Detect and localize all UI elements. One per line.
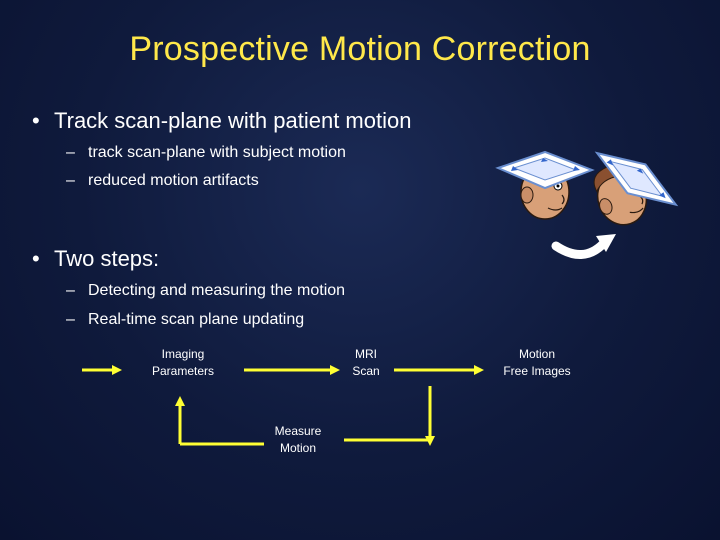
sub-bullet-symbol: – (66, 311, 75, 328)
bullet-symbol: • (32, 246, 40, 271)
node-label-line: Motion (518, 347, 556, 361)
bullet-1: • Track scan-plane with patient motion (32, 108, 411, 134)
coil-plate-left-icon (495, 150, 595, 190)
sub-bullet-text: Real-time scan plane updating (88, 311, 305, 328)
node-imaging-parameters: Imaging Parameters (142, 346, 224, 380)
node-mri-scan: MRI Scan (340, 346, 392, 380)
node-motion-free-images: Motion Free Images (494, 346, 580, 380)
sub-bullet-1-1: –track scan-plane with subject motion (66, 144, 346, 162)
sub-bullet-text: reduced motion artifacts (88, 172, 259, 189)
bullet-1-text: Track scan-plane with patient motion (54, 108, 412, 133)
bullet-2-text: Two steps: (54, 246, 160, 271)
node-label-line: Imaging (161, 347, 205, 361)
node-label-line: Motion (279, 441, 317, 455)
sub-bullet-2-1: –Detecting and measuring the motion (66, 282, 345, 300)
node-label-line: Free Images (503, 364, 571, 378)
node-label-line: Parameters (151, 364, 215, 378)
sub-bullet-symbol: – (66, 282, 75, 299)
sub-bullet-text: track scan-plane with subject motion (88, 144, 346, 161)
bullet-symbol: • (32, 108, 40, 133)
node-label-line: Measure (274, 424, 322, 438)
sub-bullet-symbol: – (66, 172, 75, 189)
coil-plate-right-icon (594, 151, 679, 207)
rotation-arrow-icon (551, 234, 616, 259)
sub-bullet-symbol: – (66, 144, 75, 161)
flow-arrows (82, 365, 484, 446)
slide-title: Prospective Motion Correction (129, 30, 591, 68)
node-label-line: Scan (352, 364, 380, 378)
node-label-line: MRI (355, 347, 377, 361)
sub-bullet-text: Detecting and measuring the motion (88, 282, 346, 299)
sub-bullet-1-2: –reduced motion artifacts (66, 172, 259, 190)
sub-bullet-2-2: –Real-time scan plane updating (66, 311, 304, 329)
node-measure-motion: Measure Motion (266, 423, 330, 457)
bullet-2: • Two steps: (32, 246, 159, 272)
